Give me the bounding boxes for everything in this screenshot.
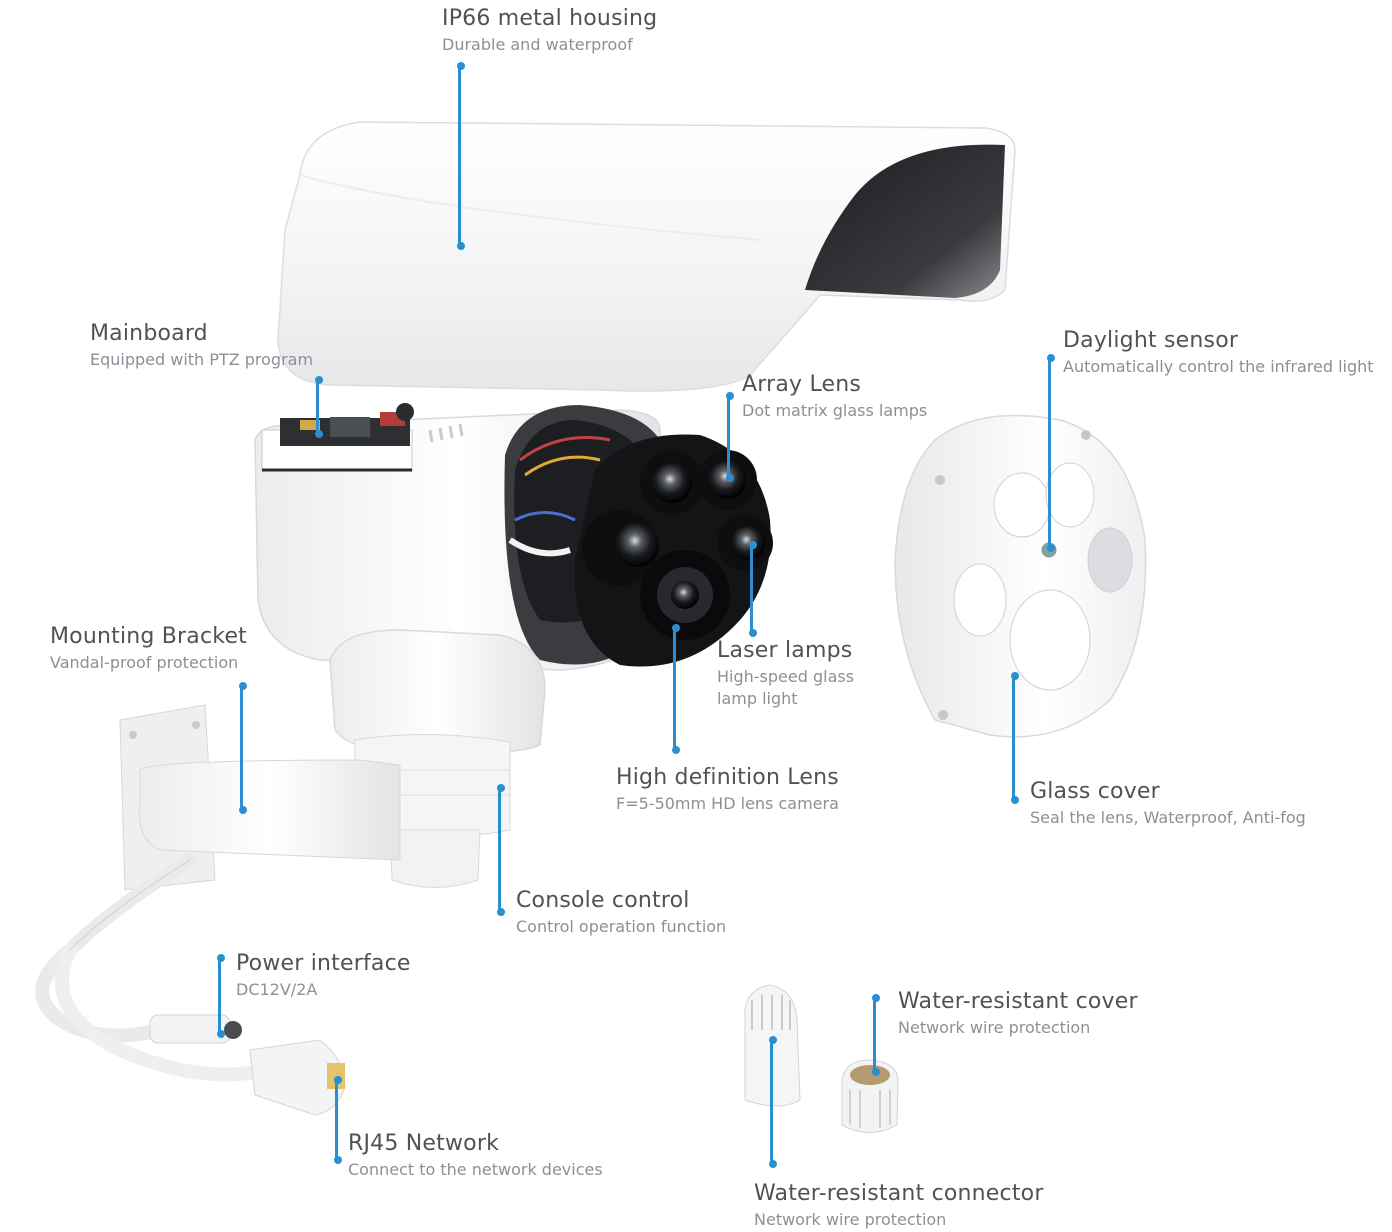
leader-dot-mainboard-bottom bbox=[314, 430, 323, 438]
leader-dot-hd-lens-bottom bbox=[671, 746, 680, 754]
callout-title: Daylight sensor bbox=[1063, 328, 1239, 353]
leader-dot-laser-lamps-bottom bbox=[748, 629, 757, 637]
leader-line-water-cover bbox=[873, 998, 876, 1072]
callout-desc: Equipped with PTZ program bbox=[90, 350, 314, 369]
leader-dot-mounting-bracket-top bbox=[238, 682, 247, 690]
callout-desc: Control operation function bbox=[516, 917, 727, 936]
leader-dot-mounting-bracket-bottom bbox=[238, 806, 247, 814]
callout-title: Water-resistant cover bbox=[898, 989, 1138, 1014]
callout-mainboard: Mainboard Equipped with PTZ program bbox=[90, 321, 313, 371]
callout-title: Laser lamps bbox=[717, 638, 853, 663]
callout-desc: Durable and waterproof bbox=[442, 35, 633, 54]
callout-desc: Vandal-proof protection bbox=[50, 653, 239, 672]
leader-dot-water-connector-top bbox=[768, 1036, 777, 1044]
callout-title: IP66 metal housing bbox=[442, 6, 658, 31]
leader-line-laser-lamps bbox=[750, 545, 753, 633]
leader-dot-power-interface-bottom bbox=[216, 1030, 225, 1038]
callout-title: Water-resistant connector bbox=[754, 1181, 1044, 1206]
callout-glass-cover: Glass cover Seal the lens, Waterproof, A… bbox=[1030, 779, 1306, 829]
callout-desc: Automatically control the infrared light bbox=[1063, 357, 1374, 376]
leader-dot-array-lens-top bbox=[725, 392, 734, 400]
leader-dot-daylight-sensor-top bbox=[1046, 354, 1055, 362]
leader-dot-glass-cover-top bbox=[1010, 672, 1019, 680]
leader-dot-water-cover-bottom bbox=[871, 1068, 880, 1076]
leader-line-rj45 bbox=[335, 1080, 338, 1160]
callout-title: Glass cover bbox=[1030, 779, 1160, 804]
callout-title: Array Lens bbox=[742, 372, 862, 397]
leader-dot-hd-lens-top bbox=[671, 624, 680, 632]
cable bbox=[35, 853, 346, 1116]
callout-power-interface: Power interface DC12V/2A bbox=[236, 951, 411, 1001]
leader-line-hd-lens bbox=[673, 628, 676, 750]
callout-desc: Connect to the network devices bbox=[348, 1160, 603, 1179]
leader-dot-water-connector-bottom bbox=[768, 1160, 777, 1168]
leader-dot-array-lens-bottom bbox=[725, 474, 734, 482]
callout-hd-lens: High definition Lens F=5-50mm HD lens ca… bbox=[616, 765, 839, 815]
housing-hood bbox=[277, 121, 1016, 392]
callout-array-lens: Array Lens Dot matrix glass lamps bbox=[742, 372, 927, 422]
callout-desc: F=5-50mm HD lens camera bbox=[616, 794, 839, 813]
leader-dot-laser-lamps-top bbox=[748, 541, 757, 549]
callout-daylight-sensor: Daylight sensor Automatically control th… bbox=[1063, 328, 1374, 378]
leader-line-power-interface bbox=[218, 958, 221, 1034]
leader-line-housing bbox=[458, 66, 461, 246]
leader-line-array-lens bbox=[727, 396, 730, 478]
mounting-bracket-shape bbox=[119, 704, 401, 891]
leader-dot-daylight-sensor-bottom bbox=[1046, 544, 1055, 552]
callout-console-control: Console control Control operation functi… bbox=[516, 888, 726, 938]
callout-title: RJ45 Network bbox=[348, 1131, 500, 1156]
callout-title: Power interface bbox=[236, 951, 411, 976]
callout-desc: Network wire protection bbox=[754, 1210, 947, 1229]
leader-dot-mainboard-top bbox=[314, 376, 323, 384]
water-resistant-cover-shape bbox=[841, 1059, 899, 1133]
callout-title: High definition Lens bbox=[616, 765, 839, 790]
leader-dot-rj45-bottom bbox=[333, 1156, 342, 1164]
leader-line-water-connector bbox=[770, 1040, 773, 1164]
leader-line-mounting-bracket bbox=[240, 686, 243, 810]
callout-desc: Dot matrix glass lamps bbox=[742, 401, 928, 420]
callout-title: Console control bbox=[516, 888, 690, 913]
callout-rj45: RJ45 Network Connect to the network devi… bbox=[348, 1131, 603, 1181]
callout-title: Mainboard bbox=[90, 321, 208, 346]
leader-dot-rj45-top bbox=[333, 1076, 342, 1084]
callout-housing: IP66 metal housing Durable and waterproo… bbox=[442, 6, 657, 56]
leader-line-mainboard bbox=[316, 380, 319, 434]
glass-cover-shape bbox=[894, 414, 1147, 738]
leader-dot-housing-top bbox=[456, 62, 465, 70]
callout-water-cover: Water-resistant cover Network wire prote… bbox=[898, 989, 1138, 1039]
leader-dot-console-control-top bbox=[496, 784, 505, 792]
callout-mounting-bracket: Mounting Bracket Vandal-proof protection bbox=[50, 624, 247, 674]
leader-dot-glass-cover-bottom bbox=[1010, 796, 1019, 804]
leader-dot-water-cover-top bbox=[871, 994, 880, 1002]
leader-line-console-control bbox=[498, 788, 501, 912]
leader-dot-console-control-bottom bbox=[496, 908, 505, 916]
leader-line-daylight-sensor bbox=[1048, 358, 1051, 548]
callout-desc: Seal the lens, Waterproof, Anti-fog bbox=[1030, 808, 1306, 827]
leader-dot-power-interface-top bbox=[216, 954, 225, 962]
callout-laser-lamps: Laser lamps High-speed glass lamp light bbox=[717, 638, 854, 710]
leader-line-glass-cover bbox=[1012, 676, 1015, 800]
callout-desc: High-speed glass lamp light bbox=[717, 667, 855, 708]
callout-desc: DC12V/2A bbox=[236, 980, 318, 999]
leader-dot-housing-bottom bbox=[456, 242, 465, 250]
callout-title: Mounting Bracket bbox=[50, 624, 247, 649]
callout-water-connector: Water-resistant connector Network wire p… bbox=[754, 1181, 1044, 1231]
callout-desc: Network wire protection bbox=[898, 1018, 1091, 1037]
